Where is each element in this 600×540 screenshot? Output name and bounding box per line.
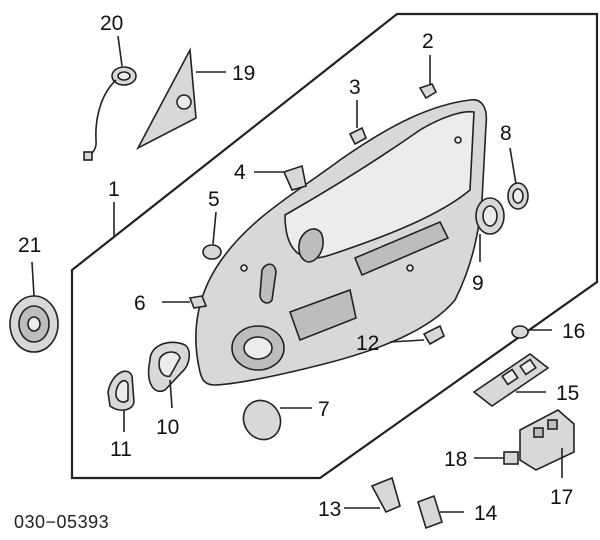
part-7-cover bbox=[242, 399, 312, 441]
callout-17: 17 bbox=[550, 486, 573, 509]
part-13-bracket bbox=[344, 476, 401, 514]
part-11-escutcheon bbox=[107, 370, 135, 432]
document-code: 030−05393 bbox=[14, 512, 110, 532]
callout-2: 2 bbox=[422, 30, 434, 53]
callout-15: 15 bbox=[556, 382, 579, 405]
part-15-switch-panel bbox=[472, 353, 550, 407]
callout-11: 11 bbox=[110, 438, 132, 461]
callout-7: 7 bbox=[318, 398, 330, 421]
part-16-button bbox=[511, 325, 552, 339]
callout-13: 13 bbox=[318, 498, 341, 521]
callout-18: 18 bbox=[444, 448, 467, 471]
part-20-tweeter bbox=[83, 35, 137, 161]
assembly-frame bbox=[70, 12, 599, 480]
part-2-clip bbox=[418, 55, 438, 100]
callout-6: 6 bbox=[134, 292, 146, 315]
door-trim-panel bbox=[195, 99, 488, 386]
part-3-bolt bbox=[348, 100, 368, 146]
callout-3: 3 bbox=[349, 76, 361, 99]
part-5-grommet bbox=[202, 211, 222, 260]
part-10-handle bbox=[147, 341, 191, 409]
part-21-speaker bbox=[9, 261, 59, 353]
part-8-ring bbox=[507, 147, 529, 210]
callout-5: 5 bbox=[208, 188, 220, 211]
callout-21: 21 bbox=[18, 234, 41, 257]
callout-19: 19 bbox=[232, 62, 255, 85]
part-9-knob bbox=[475, 197, 505, 262]
callout-14: 14 bbox=[474, 502, 498, 525]
part-6-screw bbox=[162, 295, 208, 309]
callout-4: 4 bbox=[234, 161, 246, 184]
part-19-corner-piece bbox=[136, 47, 226, 150]
callout-16: 16 bbox=[562, 320, 585, 343]
part-12-lamp bbox=[389, 324, 446, 346]
callout-1: 1 bbox=[108, 178, 120, 201]
callout-10: 10 bbox=[156, 416, 179, 439]
callout-8: 8 bbox=[500, 122, 512, 145]
part-17-switch-block bbox=[519, 409, 575, 478]
callout-20: 20 bbox=[100, 12, 123, 35]
part-18-knob bbox=[474, 451, 519, 465]
part-14-cap bbox=[417, 494, 464, 530]
callout-9: 9 bbox=[472, 272, 484, 295]
callout-12: 12 bbox=[356, 332, 379, 355]
part-4-bracket bbox=[254, 164, 307, 191]
